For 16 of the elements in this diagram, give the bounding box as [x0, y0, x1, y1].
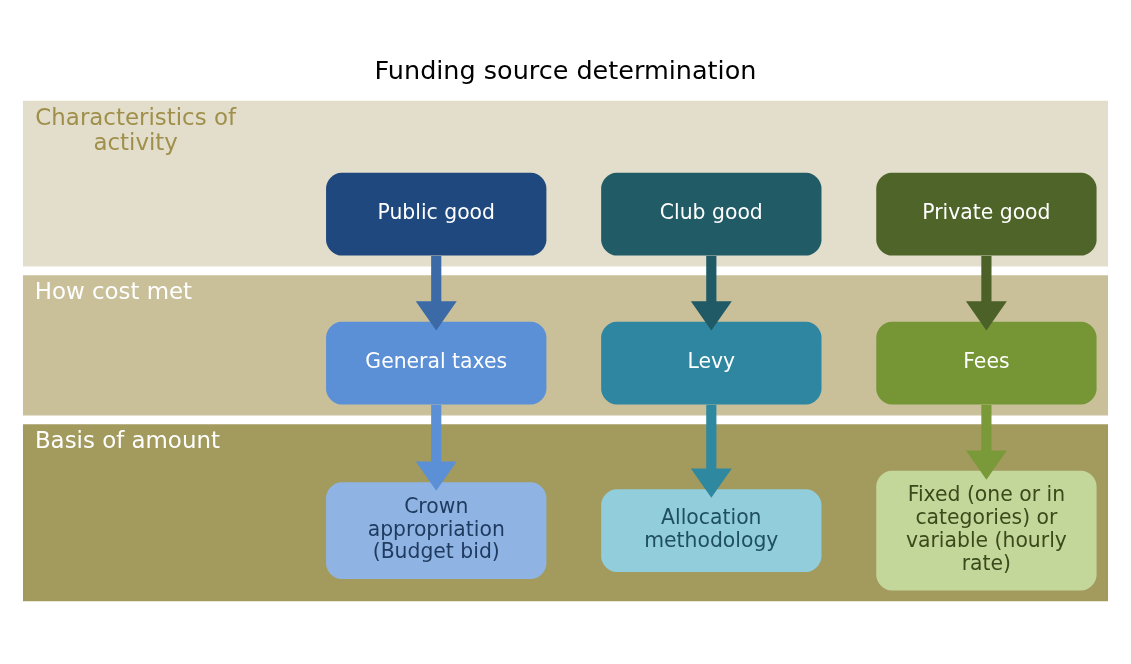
arrow	[690, 404, 732, 498]
diagram-title: Funding source determination	[374, 54, 757, 85]
node-box: Allocation methodology	[601, 489, 822, 573]
node-box: Public good	[326, 172, 547, 256]
node-box: Club good	[601, 172, 822, 256]
node-box: Crown appropriation (Budget bid)	[326, 482, 547, 580]
node-box: Fixed (one or in categories) or variable (hourly rate)	[876, 470, 1097, 591]
node-box: General taxes	[326, 321, 547, 405]
arrow	[965, 255, 1007, 331]
node-box: Fees	[876, 321, 1097, 405]
node-box: Private good	[876, 172, 1097, 256]
arrow	[690, 255, 732, 331]
node-box: Levy	[601, 321, 822, 405]
arrow	[965, 404, 1007, 480]
arrow	[415, 255, 457, 331]
arrow	[415, 404, 457, 491]
